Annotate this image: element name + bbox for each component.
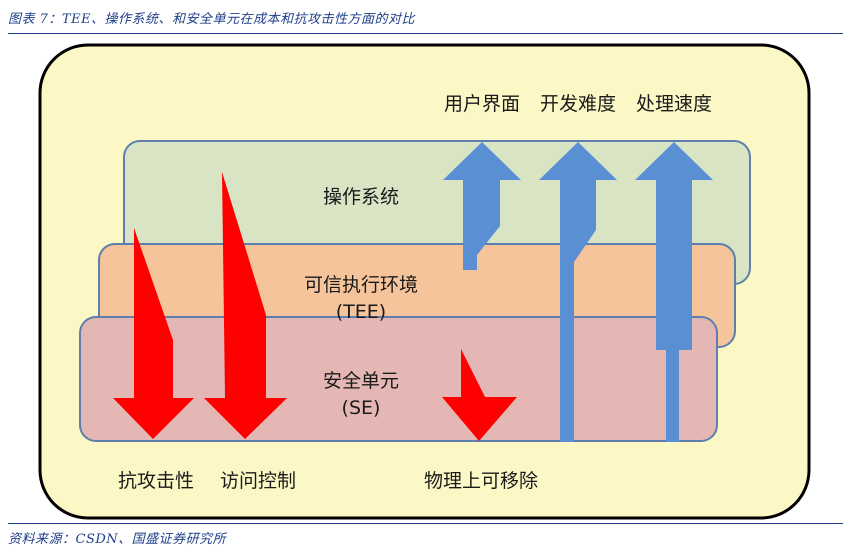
- source-rule: [8, 523, 843, 524]
- dev-difficulty-up-arrow: [539, 142, 617, 442]
- access-control-down-arrow: [204, 172, 287, 439]
- attack-resistance-down-arrow: [113, 228, 194, 439]
- os-label: 操作系统: [323, 186, 399, 208]
- se-label-line1: 安全单元: [323, 370, 399, 392]
- ui-up-arrow: [443, 142, 521, 270]
- tee-label-line1: 可信执行环境: [304, 274, 418, 296]
- speed-up-arrow: [635, 142, 713, 442]
- figure-caption: 图表 7：TEE、操作系统、和安全单元在成本和抗攻击性方面的对比: [8, 12, 416, 27]
- attack-resistance-label: 抗攻击性: [118, 470, 194, 492]
- physical-removal-down-arrow: [442, 349, 517, 441]
- speed-label: 处理速度: [636, 93, 712, 115]
- ui-label: 用户界面: [444, 93, 520, 115]
- caption-rule: [8, 33, 843, 34]
- tee-label-line2: (TEE): [336, 301, 386, 323]
- se-label-line2: (SE): [342, 397, 381, 419]
- dev-difficulty-label: 开发难度: [540, 93, 616, 115]
- physical-removal-label: 物理上可移除: [424, 470, 538, 492]
- access-control-label: 访问控制: [220, 470, 296, 492]
- source-note: 资料来源：CSDN、国盛证券研究所: [8, 532, 227, 547]
